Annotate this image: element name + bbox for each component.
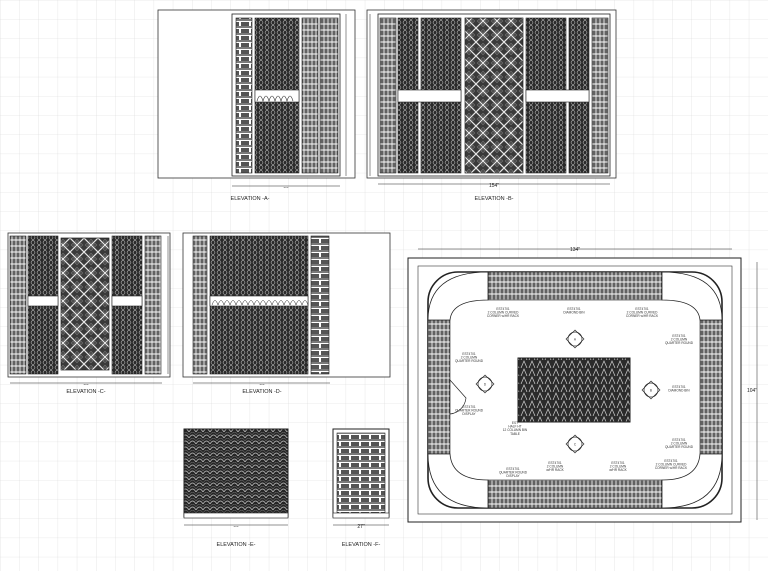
plan-note-line: EST4701 — [462, 405, 476, 409]
plan-note-line: EST4701 — [635, 307, 649, 311]
plan-note-line: EST4701 — [506, 467, 520, 471]
elevation-f-title: ELEVATION -F- — [342, 542, 381, 548]
elevation-a: --- ELEVATION -A- — [157, 9, 356, 202]
plan-note-line: QUARTER ROUND — [665, 445, 694, 449]
elevation-e: --- ELEVATION -E- — [183, 428, 289, 548]
plan-note-line: QUARTER ROUND — [455, 359, 484, 363]
elevation-f-width-dim: 27" — [357, 524, 365, 530]
elevation-a-title: ELEVATION -A- — [231, 196, 270, 202]
elevation-e-title: ELEVATION -E- — [217, 542, 256, 548]
elevation-f: 27" ELEVATION -F- — [332, 428, 390, 548]
marker-b: B — [641, 380, 661, 400]
marker-b-letter: B — [650, 389, 652, 393]
plan-note-line: w/HR RACK — [546, 468, 564, 472]
plan-height-dim: 104" — [747, 388, 757, 394]
plan-note-line: 2 COLUMN — [461, 356, 478, 360]
elevation-d-width-dim: --- — [260, 382, 265, 388]
elevation-e-width-dim: --- — [234, 524, 239, 530]
plan-note-line: QUARTER ROUND — [455, 409, 484, 413]
plan-note-line: QUARTER ROUND — [665, 341, 694, 345]
plan-width-dim: 134" — [570, 247, 580, 253]
marker-d: D — [475, 374, 495, 394]
plan-note-line: DIAMOND BIN — [668, 389, 690, 393]
plan-note-line: 12 COLUMN BIN — [503, 428, 528, 432]
elevation-d-title: ELEVATION -D- — [242, 389, 281, 395]
plan-note-line: EST4701 — [462, 352, 476, 356]
plan-note-line: TABLE — [510, 432, 520, 436]
plan-note-line: 2 COLUMN — [610, 465, 627, 469]
plan-note-line: EST4701 — [672, 385, 686, 389]
plan-note-line: CORNER w/HR RACK — [487, 314, 520, 318]
plan-note-line: w/HR RACK — [609, 468, 627, 472]
plan-note-line: EST — [512, 421, 518, 425]
plan-note-line: DISPLAY — [462, 412, 476, 416]
marker-a: A — [565, 329, 585, 349]
marker-c: C — [565, 434, 585, 454]
plan-note-line: 2 COLUMN — [671, 442, 688, 446]
plan-note-line: EST4701 — [567, 307, 581, 311]
plan-note-line: 2 COLUMN CURVED — [627, 311, 658, 315]
elevation-d: --- ELEVATION -D- — [182, 232, 391, 395]
plan-note-line: 2 COLUMN — [671, 338, 688, 342]
plan-note-line: HALF HT — [508, 425, 521, 429]
plan-note-line: CORNER w/HR RACK — [626, 314, 659, 318]
floor-plan: 134" 104" A B — [407, 247, 757, 523]
plan-note-line: 2 COLUMN CURVED — [656, 463, 687, 467]
marker-d-letter: D — [484, 383, 487, 387]
plan-note-line: EST4701 — [664, 459, 678, 463]
plan-note-line: EST4701 — [496, 307, 510, 311]
marker-c-letter: C — [574, 443, 577, 447]
elevation-a-width-dim: --- — [284, 185, 289, 191]
plan-note-line: EST4701 — [672, 438, 686, 442]
elevation-c-width-dim: --- — [84, 382, 89, 388]
elevation-b: 154" ELEVATION -B- — [366, 9, 617, 202]
plan-note-line: EST4701 — [672, 334, 686, 338]
plan-note-line: DIAMOND BIN — [563, 311, 585, 315]
elevation-c: --- ELEVATION -C- — [7, 232, 171, 395]
plan-note-line: QUARTER ROUND — [499, 471, 528, 475]
elevation-b-title: ELEVATION -B- — [475, 196, 514, 202]
elevation-c-title: ELEVATION -C- — [66, 389, 105, 395]
plan-note-line: DISPLAY — [506, 474, 520, 478]
marker-a-letter: A — [574, 338, 577, 342]
elevation-b-width-dim: 154" — [489, 183, 499, 189]
plan-note-line: 2 COLUMN — [547, 465, 564, 469]
plan-note-line: EST4701 — [548, 461, 562, 465]
plan-note-line: 2 COLUMN CURVED — [488, 311, 519, 315]
plan-note-line: CORNER w/HR RACK — [655, 466, 688, 470]
plan-note-line: EST4701 — [611, 461, 625, 465]
